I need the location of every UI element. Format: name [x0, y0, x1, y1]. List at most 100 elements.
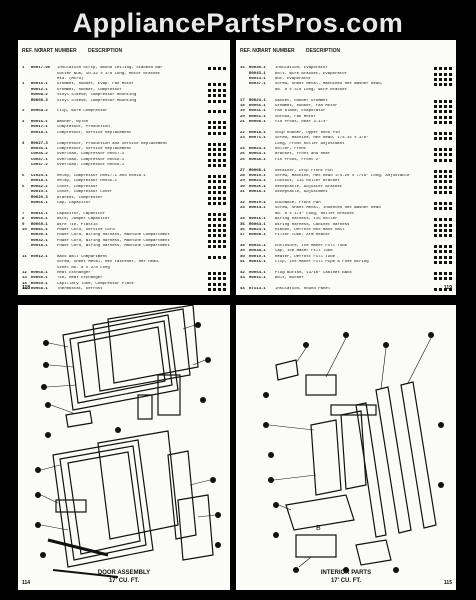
description-cell: Insulation Strip, Wound Ceiling, Stabbed…	[57, 66, 163, 71]
table-row: Gutter Nub, 10-32 x 3/8 Long, Motor Brac…	[22, 71, 226, 76]
description-cell: Power Cord, Wiring Harness, Machine Comp…	[57, 233, 170, 238]
ref-cell: 40	[240, 254, 245, 259]
part-number-cell: R0060-1	[31, 276, 48, 281]
model-applicability-marks	[200, 158, 226, 162]
table-row: C0035-2 Overload, Compressor R0017-1	[22, 152, 226, 157]
model-applicability-marks	[426, 185, 452, 189]
ref-cell: 31	[240, 190, 245, 195]
ref-cell: 17	[240, 98, 245, 103]
model-applicability-marks	[426, 234, 452, 238]
part-number-cell: R0032-1	[31, 238, 48, 243]
description-cell: Nut, Evaporator	[275, 76, 312, 81]
description-cell: Overload, Compressor R0017-1	[57, 152, 125, 157]
model-applicability-marks	[426, 121, 452, 125]
description-cell: Wire Tie, Plastic	[57, 222, 98, 227]
table-row: 7 R0015-1 Capacitor, Capacitor	[22, 212, 226, 217]
ref-cell: 13	[22, 276, 27, 281]
ref-cell: 28	[240, 174, 245, 178]
description-cell: Power Cord, Wiring Harness, Machine Comp…	[57, 238, 170, 243]
model-applicability-marks	[426, 250, 452, 254]
part-number-cell: R0015-1	[31, 211, 48, 216]
ref-cell: 7	[22, 211, 25, 216]
ref-header: REF. NO.	[240, 48, 262, 54]
diagram-subcaption: 17' CU. FT.	[108, 578, 140, 584]
model-applicability-marks	[426, 169, 452, 173]
part-number-cell: R0012-1	[31, 254, 48, 259]
description-cell: Lockout, 115 Roller Bracket	[275, 179, 340, 184]
ref-cell: 41	[240, 260, 245, 265]
freezer-door-outer	[62, 314, 179, 411]
model-applicability-marks	[200, 196, 226, 200]
description-cell: Enclosure, Ice Maker Fill Tube	[275, 244, 348, 249]
part-number-cell: R0024-1	[249, 179, 266, 184]
description-cell: Tie, Heat Exchanger	[57, 276, 103, 281]
description-cell: Grommet, Rubber, Compressor	[57, 87, 122, 92]
part-number-cell: R0065-1	[249, 103, 266, 108]
description-header: DESCRIPTION	[88, 48, 123, 54]
part-number-cell: R0030-1	[249, 66, 266, 71]
part-number-cell: R0042-1	[31, 184, 48, 189]
model-applicability-marks	[200, 142, 226, 146]
model-applicability-marks	[426, 77, 452, 81]
ref-header: REF. NO.	[22, 48, 44, 54]
model-applicability-marks	[426, 245, 452, 249]
description-cell: Screw, Sheet Metal, Machined Hex Washer …	[275, 82, 384, 87]
description-cell: Cap, Ice Maker Fill Tube	[275, 249, 333, 254]
model-applicability-marks	[426, 272, 452, 276]
description-cell: Filter Tube, Arm Heater	[275, 233, 331, 238]
description-cell: Capacitor, Capacitor	[57, 211, 106, 216]
description-cell: No. 6 x 1/4" Long, Roller Bracket	[275, 211, 355, 216]
description-cell: Guidance, Front Pan	[275, 200, 321, 205]
model-applicability-marks	[200, 223, 226, 227]
table-row: Long, Front Roller Adjustment	[240, 141, 452, 146]
model-applicability-marks	[200, 191, 226, 195]
description-cell: Screw, Machine, Hex Head 1/4-20 x 7/16" …	[275, 174, 410, 178]
description-cell: Relay, Compressor R0017-1 and R0018-1	[57, 174, 146, 178]
description-cell: Compressor, Production	[57, 125, 110, 130]
description-cell: Fin Prods, Front 2"	[275, 157, 321, 162]
model-applicability-marks	[426, 180, 452, 184]
model-applicability-marks	[200, 164, 226, 168]
model-applicability-marks	[426, 110, 452, 114]
ref-cell: 23	[240, 136, 245, 141]
model-applicability-marks	[200, 153, 226, 157]
model-applicability-marks	[426, 288, 452, 292]
callout-marker	[43, 340, 49, 346]
part-number-cell: R0038-1	[249, 249, 266, 254]
part-number-cell: C0035-2	[31, 152, 48, 157]
model-applicability-marks	[426, 228, 452, 232]
model-applicability-marks	[200, 175, 226, 178]
part-number-cell: R0068-2	[31, 109, 48, 114]
description-cell: Wiring Harness, Cabinet Harness	[275, 222, 350, 227]
description-cell: Receptacle, Adjuster Bracket	[275, 184, 343, 189]
part-number-cell: R0064-1	[249, 271, 266, 276]
model-applicability-marks	[426, 148, 452, 152]
shelf-rail-1	[375, 386, 412, 534]
part-number-cell: R0017-06	[31, 66, 51, 71]
part-number-cell: R7113-1	[249, 287, 266, 292]
part-number-cell: R0015-1	[31, 82, 48, 87]
